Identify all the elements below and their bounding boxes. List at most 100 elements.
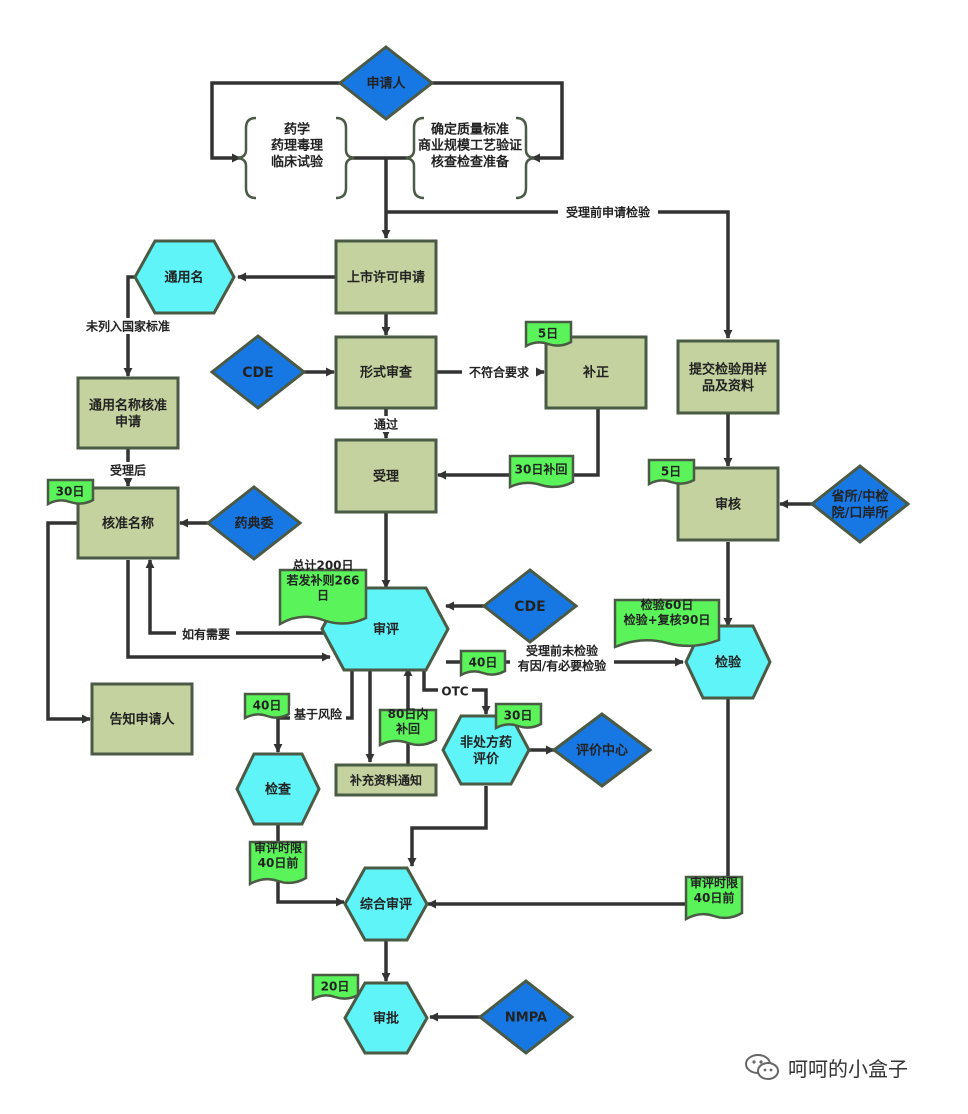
diamond-nmpa[interactable]: NMPA xyxy=(477,979,575,1055)
svg-text:80日内补回: 80日内补回 xyxy=(388,706,429,736)
brace-left-close xyxy=(335,116,355,200)
svg-text:审批: 审批 xyxy=(373,1011,399,1027)
svg-text:形式审查: 形式审查 xyxy=(360,365,413,381)
svg-text:30日: 30日 xyxy=(56,484,85,498)
edge-label-bg xyxy=(104,462,152,478)
tag-supplement-5d: 5日 xyxy=(524,320,573,349)
svg-text:上市许可申请: 上市许可申请 xyxy=(347,270,425,286)
svg-text:综合审评: 综合审评 xyxy=(360,897,412,913)
process-formal-review[interactable]: 形式审查 xyxy=(334,335,438,410)
diamond-cde-2[interactable]: CDE xyxy=(481,568,579,644)
process-generic-name-app[interactable]: 通用名称核准申请 xyxy=(76,376,180,450)
process-market-app[interactable]: 上市许可申请 xyxy=(334,239,438,315)
edge-label-bg xyxy=(558,204,658,220)
svg-text:CDE: CDE xyxy=(514,599,545,615)
edge-label-not-in-standard: 未列入国家标准 xyxy=(85,318,170,333)
tag-audit-5d: 5日 xyxy=(647,458,696,487)
tag-reply-80d: 80日内补回 xyxy=(378,706,438,748)
edge-label-not-tested-before: 受理前未检验有因/有必要检验 xyxy=(518,643,607,673)
watermark-text: 呵呵的小盒子 xyxy=(788,1056,908,1081)
process-audit[interactable]: 审核 xyxy=(676,466,780,542)
svg-text:30日: 30日 xyxy=(504,708,533,722)
svg-text:检验: 检验 xyxy=(715,655,742,671)
edge-pre-accept-test xyxy=(386,210,733,339)
diamond-cde-1[interactable]: CDE xyxy=(209,334,307,410)
svg-text:20日: 20日 xyxy=(321,979,350,993)
edge-label-bg xyxy=(176,626,236,642)
svg-text:补正: 补正 xyxy=(582,365,609,381)
diamond-applicant[interactable]: 申请人 xyxy=(337,45,435,121)
wechat-icon xyxy=(745,1054,779,1080)
hex-approval[interactable]: 审批 xyxy=(343,981,429,1055)
process-supplement[interactable]: 补正 xyxy=(544,335,648,410)
svg-text:审评: 审评 xyxy=(373,622,399,638)
svg-text:5日: 5日 xyxy=(538,326,558,340)
watermark: 呵呵的小盒子 xyxy=(744,1052,908,1082)
edge-label-if-needed: 如有需要 xyxy=(182,626,230,641)
tag-review-40d: 40日 xyxy=(459,649,507,678)
edge-label-after-accept: 受理后 xyxy=(110,462,146,477)
brace-left-open xyxy=(237,116,257,200)
process-submit-samples[interactable]: 提交检验用样品及资料 xyxy=(676,339,780,415)
edge-approve-name-to-review xyxy=(126,560,331,662)
edge-supplement-to-accept xyxy=(437,408,600,480)
svg-text:评价中心: 评价中心 xyxy=(576,743,628,759)
process-supplement-notice[interactable]: 补充资料通知 xyxy=(334,763,438,797)
edge-label-bg xyxy=(462,364,536,380)
edge-label-bg xyxy=(370,416,402,432)
hex-otc-eval[interactable]: 非处方药评价 xyxy=(441,714,531,786)
brace-group-left xyxy=(237,116,355,200)
edge-label-otc: OTC xyxy=(441,684,468,698)
edge-applicant-to-brace-left xyxy=(210,81,343,163)
diamond-provincial[interactable]: 省所/中检院/口岸所 xyxy=(809,464,911,544)
edge-label-bg xyxy=(80,318,176,334)
tag-testing-days: 检验60日检验+复核90日 xyxy=(613,597,721,649)
edge-applicant-to-brace-right xyxy=(430,81,564,163)
hex-inspection[interactable]: 检查 xyxy=(235,752,321,826)
svg-text:通用名称核准申请: 通用名称核准申请 xyxy=(89,398,167,430)
svg-text:受理: 受理 xyxy=(373,469,399,485)
diamond-pharmacopoeia[interactable]: 药典委 xyxy=(205,485,303,561)
edge-label-bg xyxy=(290,706,346,722)
brace-right-close xyxy=(515,116,535,200)
svg-text:30日补回: 30日补回 xyxy=(515,461,568,476)
edge-review-to-approve-name xyxy=(145,559,324,635)
edge-label-bg xyxy=(438,683,472,698)
brace-left-text: 药学药理毒理临床试验 xyxy=(271,121,324,170)
svg-text:补充资料通知: 补充资料通知 xyxy=(349,772,422,787)
svg-text:提交检验用样品及资料: 提交检验用样品及资料 xyxy=(689,362,767,394)
svg-text:检查: 检查 xyxy=(265,782,292,798)
svg-text:审核: 审核 xyxy=(715,497,741,513)
svg-text:NMPA: NMPA xyxy=(505,1011,547,1026)
svg-text:40日: 40日 xyxy=(253,698,282,712)
svg-text:CDE: CDE xyxy=(242,365,273,381)
process-notify-applicant[interactable]: 告知申请人 xyxy=(90,682,194,756)
tag-reply-30d: 30日补回 xyxy=(508,454,575,489)
tag-otc-30d: 30日 xyxy=(494,702,543,731)
edge-label-pre-accept-test: 受理前申请检验 xyxy=(566,204,651,219)
hex-comprehensive[interactable]: 综合审评 xyxy=(343,866,429,942)
svg-text:申请人: 申请人 xyxy=(366,76,406,92)
svg-text:非处方药评价: 非处方药评价 xyxy=(460,735,512,767)
tag-name-30d: 30日 xyxy=(46,478,95,507)
brace-group-right xyxy=(405,116,535,200)
svg-text:通用名: 通用名 xyxy=(164,270,203,286)
hex-generic-name[interactable]: 通用名 xyxy=(133,239,236,315)
svg-text:40日: 40日 xyxy=(469,655,498,669)
brace-right-open xyxy=(405,116,425,200)
svg-text:药典委: 药典委 xyxy=(234,516,273,532)
diamond-eval-center[interactable]: 评价中心 xyxy=(551,712,653,788)
edge-label-risk-based: 基于风险 xyxy=(293,706,343,721)
process-approve-name[interactable]: 核准名称 xyxy=(76,486,180,560)
process-accept[interactable]: 受理 xyxy=(334,438,438,514)
edge-label-bg xyxy=(510,648,614,682)
svg-text:5日: 5日 xyxy=(661,464,681,478)
svg-text:检验60日检验+复核90日: 检验60日检验+复核90日 xyxy=(624,597,711,627)
svg-text:核准名称: 核准名称 xyxy=(102,516,154,532)
